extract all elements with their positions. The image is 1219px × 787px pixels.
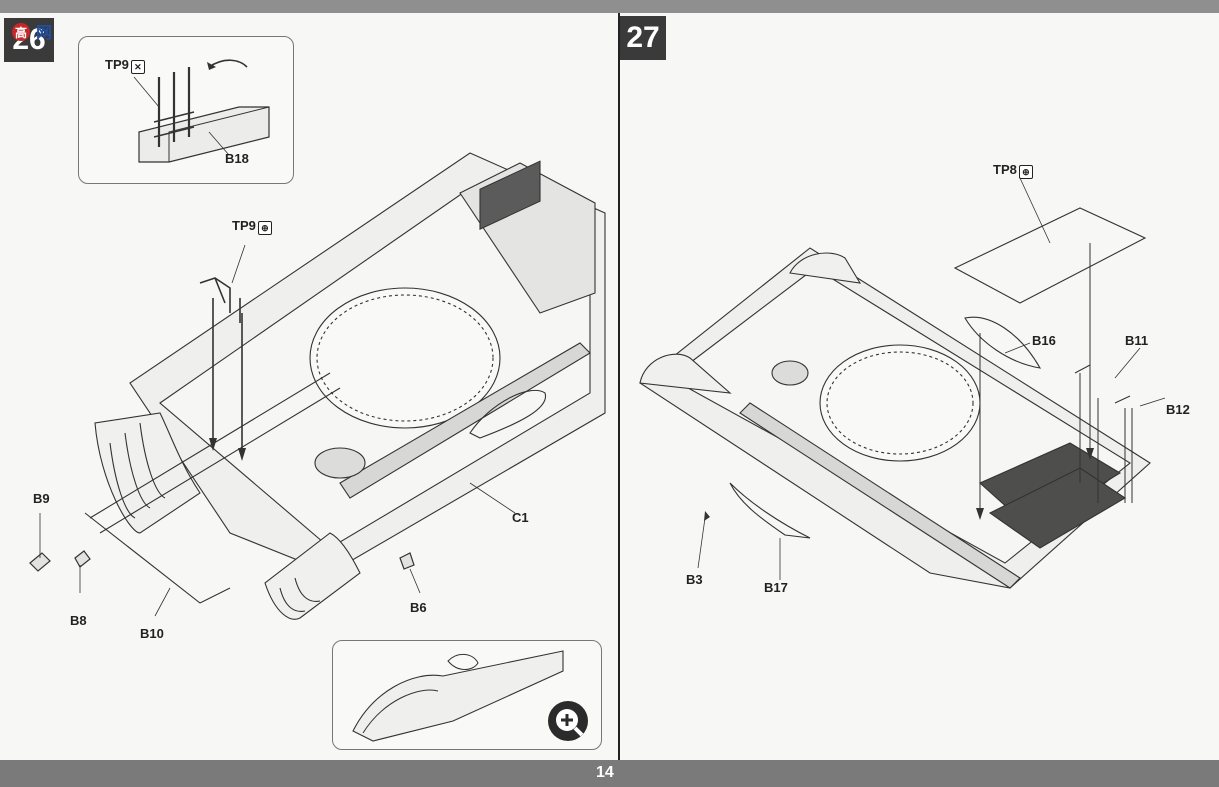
inset-b18-drawing: [133, 59, 270, 163]
label-b16: B16: [1032, 333, 1056, 348]
watermark-logo-text: 网: [36, 25, 53, 42]
label-b8: B8: [70, 613, 87, 628]
magnify-plus-icon: [548, 701, 588, 741]
label-c1: C1: [512, 510, 529, 525]
label-tp9-inset: TP9✕: [105, 57, 145, 74]
hull-drawing-step26: [29, 152, 606, 620]
step-number-27: 27: [620, 16, 666, 60]
inset-b18-detail: TP9✕ B18: [78, 36, 294, 184]
bottom-bar: [0, 760, 1219, 787]
part-sheet-icon: ⊕: [1018, 165, 1033, 179]
watermark-logo-glyph: 高: [15, 25, 27, 40]
label-b12: B12: [1166, 402, 1190, 417]
watermark-logo: 高: [8, 19, 70, 47]
label-b9: B9: [33, 491, 50, 506]
page-number: 14: [596, 764, 614, 781]
label-tp8: TP8⊕: [993, 162, 1033, 179]
label-b10: B10: [140, 626, 164, 641]
step-26-panel: 26 高 网 TP9✕ B18: [0, 13, 620, 760]
rotate-arrow-icon: [208, 59, 248, 68]
step-27-panel: 27: [620, 13, 1219, 760]
hull-drawing-step27: [639, 177, 1166, 589]
watermark-logo-mark: 高: [12, 23, 30, 41]
label-b18: B18: [225, 151, 249, 166]
label-b17: B17: [764, 580, 788, 595]
label-tp9: TP9⊕: [232, 218, 272, 235]
label-b6: B6: [410, 600, 427, 615]
part-sheet-icon: ✕: [130, 60, 145, 74]
label-b3: B3: [686, 572, 703, 587]
label-b11: B11: [1125, 333, 1149, 348]
top-bar: [0, 0, 1219, 13]
part-sheet-icon: ⊕: [257, 221, 272, 235]
inset-zoom-drawing: [352, 650, 564, 742]
